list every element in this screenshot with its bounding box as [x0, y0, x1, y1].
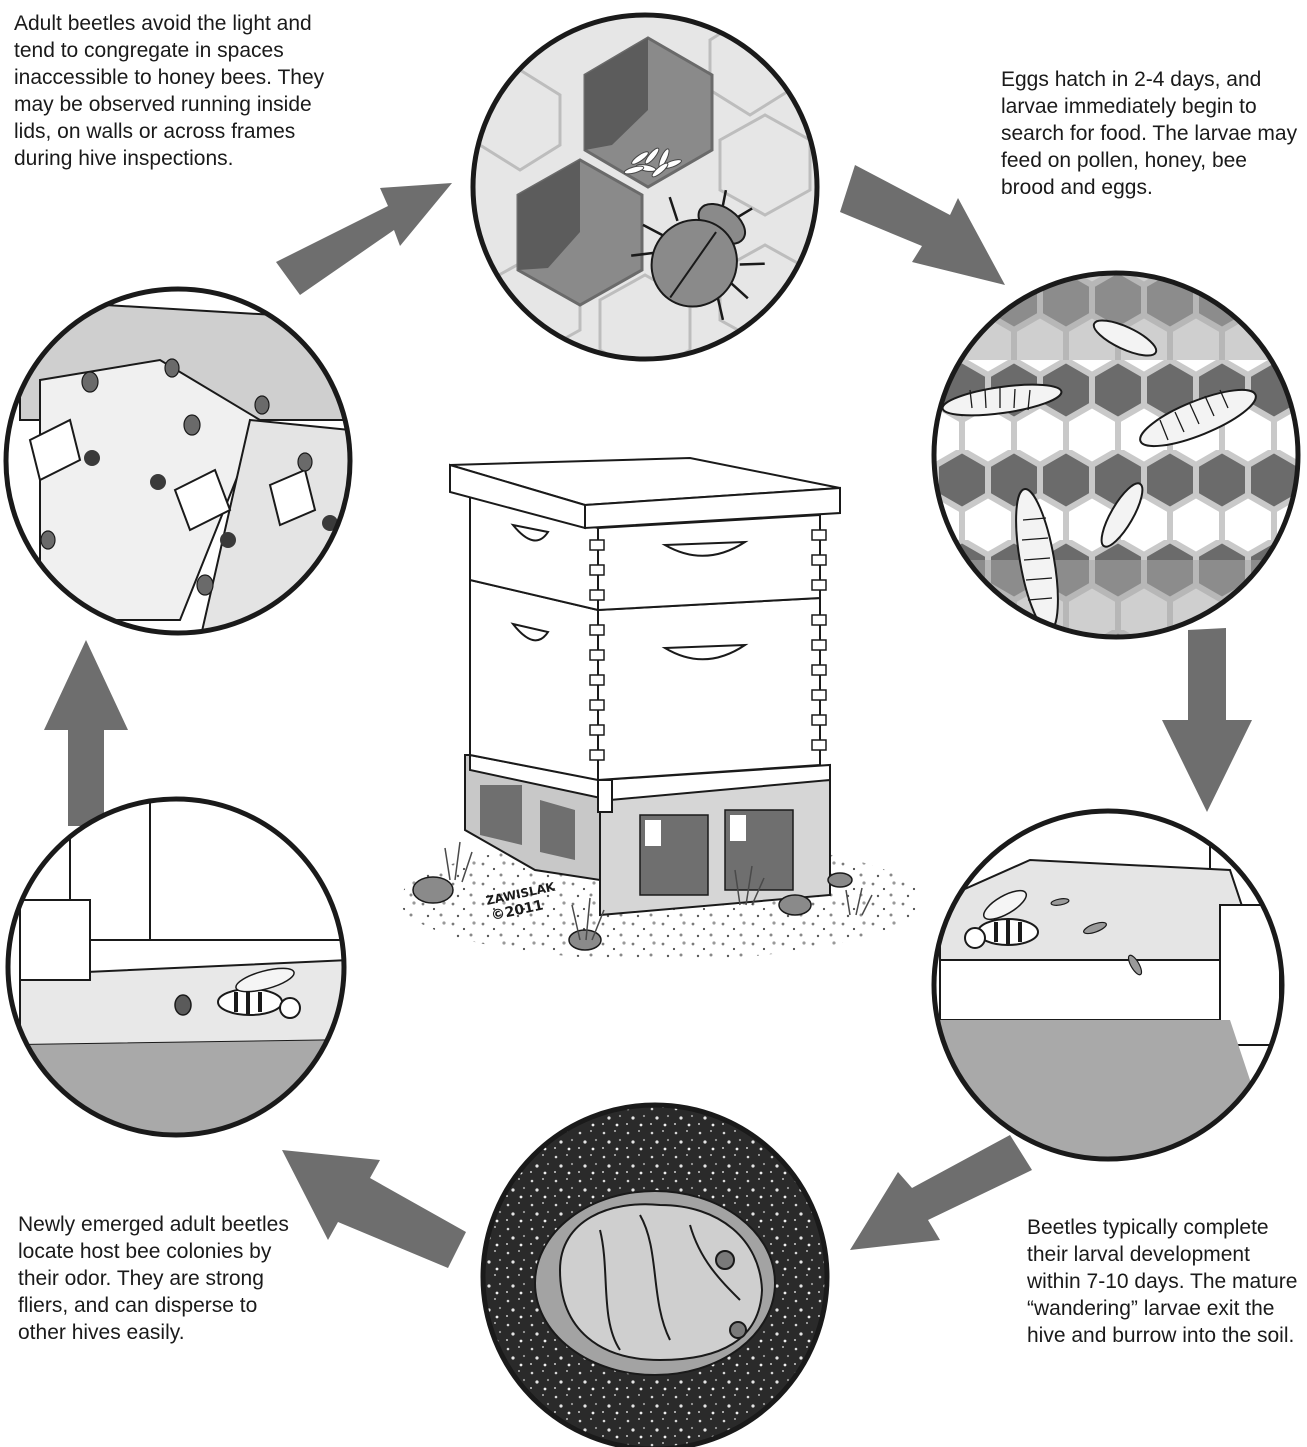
- beehive: ZAWISLAK ©2011: [400, 458, 920, 960]
- arrow-top-to-tr: [840, 165, 1005, 285]
- arrow-bl-to-tl: [44, 640, 128, 826]
- arrow-br-to-bot: [850, 1135, 1032, 1250]
- scene-eggs-in-comb: [460, 10, 840, 375]
- scene-beetles-in-hive: [0, 280, 360, 640]
- arrow-tl-to-top: [276, 183, 452, 295]
- arrow-bot-to-bl: [282, 1150, 466, 1268]
- scene-pupa-in-soil: [480, 1100, 840, 1447]
- arrow-tr-to-br: [1162, 628, 1252, 812]
- scene-emerged-adult: [8, 790, 350, 1140]
- small-beetle: [175, 995, 191, 1015]
- scene-wandering-larvae: [930, 810, 1290, 1170]
- hive-body-lower: [470, 580, 820, 780]
- pupa: [560, 1204, 762, 1360]
- scene-larvae-feeding: [930, 270, 1307, 650]
